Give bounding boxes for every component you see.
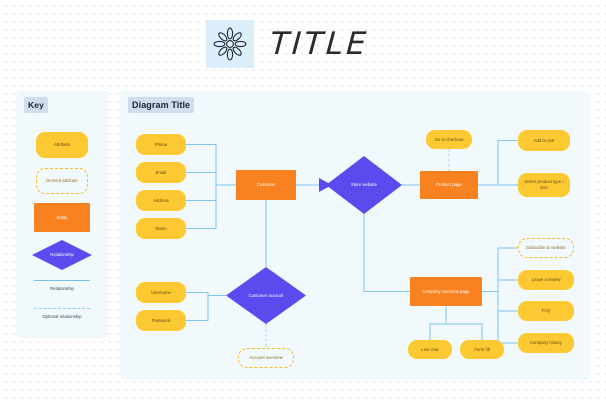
node-store-website[interactable]: Store website (326, 156, 402, 214)
node-label: Form fill (474, 346, 490, 352)
solid-line-sample (34, 280, 90, 281)
key-panel: Key Attribute Derived attribute Entity R… (16, 90, 108, 338)
node-label: Company overview page (422, 288, 470, 294)
node-label: Select product type / size (524, 179, 564, 190)
key-panel-label: Key (24, 97, 48, 113)
node-password[interactable]: Password (136, 310, 186, 331)
key-item-relationship-line: Relationship (16, 280, 108, 291)
key-item-label: Derived attribute (46, 178, 78, 184)
page-title: TITLE (268, 25, 371, 62)
node-add-to-cart[interactable]: Add to cart (518, 130, 570, 151)
node-label: Phone (154, 141, 168, 147)
node-company-overview-page[interactable]: Company overview page (410, 277, 482, 306)
node-label: Company history (529, 340, 563, 346)
node-label: Customer (256, 182, 276, 188)
node-label: Address (153, 197, 169, 203)
node-go-to-checkout[interactable]: Go to checkout (426, 130, 472, 149)
key-item-attribute: Attribute (36, 132, 88, 158)
node-label: Store website (350, 182, 378, 188)
node-leave-a-review[interactable]: Leave a review (518, 270, 574, 290)
node-address[interactable]: Address (136, 190, 186, 211)
node-label: Email (155, 169, 167, 175)
key-item-entity: Entity (34, 203, 90, 232)
node-label: Customer account (248, 292, 284, 298)
node-phone[interactable]: Phone (136, 134, 186, 155)
key-item-label: Entity (56, 214, 68, 220)
node-customer-account[interactable]: Customer account (226, 267, 306, 324)
node-name[interactable]: Name (136, 218, 186, 239)
logo-tile (206, 20, 254, 68)
node-account-overview[interactable]: Account overview (238, 348, 294, 368)
node-label: FAQ (541, 308, 551, 314)
key-item-label: Relationship (50, 286, 74, 291)
node-label: Add to cart (533, 137, 555, 143)
key-item-label: Attribute (53, 142, 71, 148)
page-header: TITLE (206, 20, 371, 68)
key-item-label: Optional relationship (42, 314, 82, 319)
node-label: Product page (436, 182, 462, 188)
node-label: Go to checkout (434, 136, 464, 142)
node-username[interactable]: Username (136, 282, 186, 303)
node-customer[interactable]: Customer (236, 170, 296, 200)
node-product-page[interactable]: Product page (420, 171, 478, 199)
node-form-fill[interactable]: Form fill (460, 340, 504, 359)
key-item-relationship: Relationship (32, 240, 92, 270)
dashed-line-sample (34, 308, 90, 309)
node-live-chat[interactable]: Live chat (408, 340, 452, 359)
node-faq[interactable]: FAQ (518, 301, 574, 321)
node-label: Name (155, 225, 167, 231)
node-label: Subscribe to website (526, 245, 566, 251)
diagram-panel-label: Diagram Title (128, 97, 195, 113)
node-label: Leave a review (531, 277, 561, 283)
diagram-panel: Diagram Title (120, 90, 590, 380)
node-company-history[interactable]: Company history (518, 333, 574, 353)
flower-doodle-icon (213, 27, 247, 61)
node-select-product-type-size[interactable]: Select product type / size (518, 173, 570, 197)
node-label: Password (151, 317, 171, 323)
key-item-optional-relationship-line: Optional relationship (16, 308, 108, 319)
node-label: Username (151, 289, 171, 295)
node-email[interactable]: Email (136, 162, 186, 183)
key-item-derived-attribute: Derived attribute (36, 168, 88, 194)
node-subscribe-to-website[interactable]: Subscribe to website (518, 238, 574, 258)
node-label: Live chat (421, 346, 439, 352)
key-item-label: Relationship (50, 252, 74, 258)
node-label: Account overview (249, 355, 283, 361)
